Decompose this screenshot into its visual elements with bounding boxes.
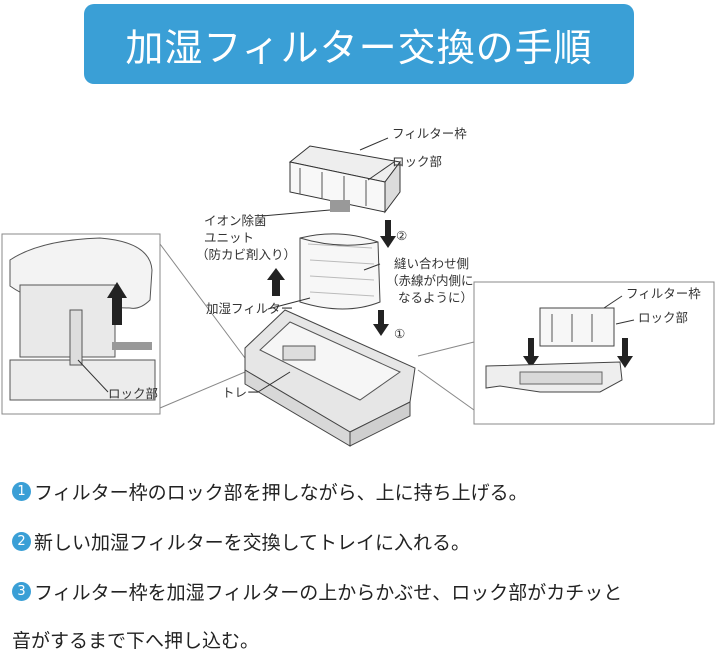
label-tray: トレー (222, 385, 260, 400)
right-inset: フィルター枠 ロック部 (417, 281, 715, 425)
arrow-down-2 (380, 220, 396, 248)
step-text: 音がするまで下へ押し込む。 (12, 630, 260, 652)
filter-frame (288, 145, 401, 214)
label-filter-frame: フィルター枠 (392, 126, 467, 141)
label-seam-3: なるように） (398, 290, 473, 305)
label-step1-marker: ① (394, 326, 405, 341)
tray (244, 309, 416, 447)
label-lock-part: ロック部 (392, 154, 442, 169)
label-ion-unit-2: ユニット (204, 230, 254, 245)
left-inset: ロック部 (1, 233, 246, 415)
label-humidifier-filter: 加湿フィルター (206, 301, 293, 316)
step-text: フィルター枠のロック部を押しながら、上に持ち上げる。 (34, 482, 528, 504)
label-ion-unit-1: イオン除菌 (204, 213, 267, 228)
left-lock-label: ロック部 (108, 386, 158, 401)
label-step2-marker: ② (396, 228, 407, 243)
label-seam-1: 縫い合わせ側 (394, 256, 469, 271)
arrow-up (267, 268, 285, 296)
step-number: 3 (12, 582, 31, 601)
step-1: 1 フィルター枠のロック部を押しながら、上に持ち上げる。 (12, 478, 528, 505)
title-banner: 加湿フィルター交換の手順 (84, 4, 634, 84)
page-title: 加湿フィルター交換の手順 (125, 25, 593, 70)
step-2: 2 新しい加湿フィルターを交換してトレイに入れる。 (12, 528, 470, 555)
step-3-continuation: 音がするまで下へ押し込む。 (12, 626, 259, 653)
right-label-filter-frame: フィルター枠 (626, 286, 701, 301)
filter-diagram: ロック部 フィルター枠 ロック部 イオン除菌 ユニット （防カビ剤入り） ② 縫… (1, 126, 715, 447)
step-3: 3 フィルター枠を加湿フィルターの上からかぶせ、ロック部がカチッと (12, 578, 622, 605)
label-seam-2: （赤線が内側に (386, 273, 474, 288)
step-text: フィルター枠を加湿フィルターの上からかぶせ、ロック部がカチッと (34, 582, 623, 604)
humidifier-filter (299, 233, 381, 310)
label-ion-unit-3: （防カビ剤入り） (196, 247, 296, 262)
step-number: 1 (12, 482, 31, 501)
step-text: 新しい加湿フィルターを交換してトレイに入れる。 (34, 532, 471, 554)
right-label-lock-part: ロック部 (638, 310, 688, 325)
arrow-down-1 (373, 310, 389, 336)
step-number: 2 (12, 532, 31, 551)
